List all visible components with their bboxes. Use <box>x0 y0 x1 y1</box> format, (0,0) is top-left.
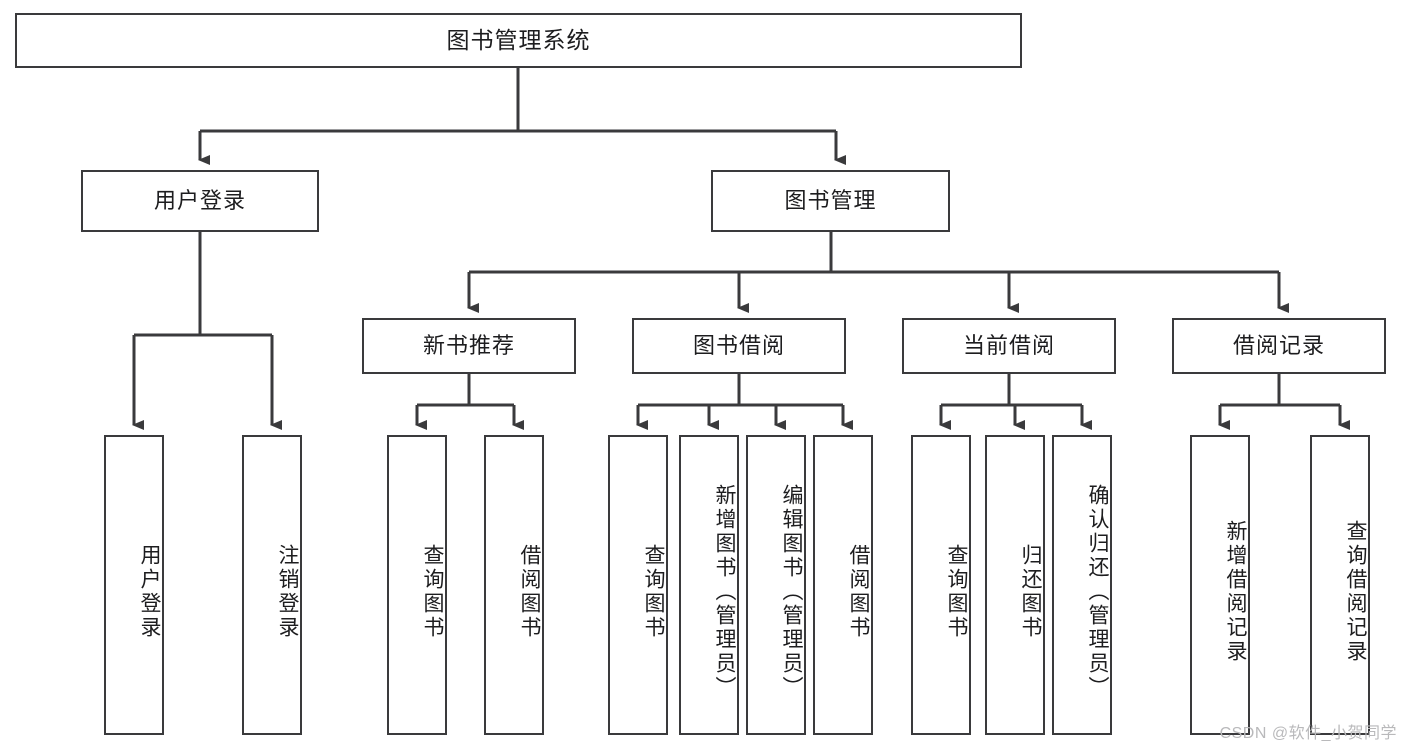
node-label: 查询图书 <box>945 544 968 640</box>
node-n-cur-borrow[interactable]: 当前借阅 <box>902 318 1116 374</box>
node-l-bb-borrow[interactable]: 借阅图书 <box>813 435 873 735</box>
node-label: 确认归还（管理员） <box>1086 484 1109 700</box>
node-l-nb-borrow[interactable]: 借阅图书 <box>484 435 544 735</box>
node-l-bb-add[interactable]: 新增图书（管理员） <box>679 435 739 735</box>
node-n-book-mgmt[interactable]: 图书管理 <box>711 170 950 232</box>
node-l-br-query[interactable]: 查询借阅记录 <box>1310 435 1370 735</box>
node-root[interactable]: 图书管理系统 <box>15 13 1022 68</box>
node-l-bb-query[interactable]: 查询图书 <box>608 435 668 735</box>
node-label: 图书管理 <box>784 187 877 213</box>
node-l-logout[interactable]: 注销登录 <box>242 435 302 735</box>
node-l-user-login[interactable]: 用户登录 <box>104 435 164 735</box>
node-label: 新书推荐 <box>422 332 515 358</box>
node-label: 借阅图书 <box>847 544 870 640</box>
node-n-user-login[interactable]: 用户登录 <box>81 170 319 232</box>
node-label: 借阅记录 <box>1232 332 1325 358</box>
node-label: 查询图书 <box>642 544 665 640</box>
node-l-nb-query[interactable]: 查询图书 <box>387 435 447 735</box>
node-label: 编辑图书（管理员） <box>780 484 803 700</box>
node-label: 新增借阅记录 <box>1224 520 1247 664</box>
node-label: 图书借阅 <box>692 332 785 358</box>
node-l-bb-edit[interactable]: 编辑图书（管理员） <box>746 435 806 735</box>
node-label: 注销登录 <box>276 544 299 640</box>
node-n-new-book[interactable]: 新书推荐 <box>362 318 576 374</box>
node-label: 用户登录 <box>153 187 246 213</box>
node-label: 查询借阅记录 <box>1344 520 1367 664</box>
node-label: 查询图书 <box>421 544 444 640</box>
node-n-book-borrow[interactable]: 图书借阅 <box>632 318 846 374</box>
node-label: 新增图书（管理员） <box>713 484 736 700</box>
node-l-cb-confirm[interactable]: 确认归还（管理员） <box>1052 435 1112 735</box>
node-label: 用户登录 <box>138 544 161 640</box>
node-label: 借阅图书 <box>518 544 541 640</box>
csdn-watermark: CSDN @软件_小贺同学 <box>1219 725 1397 742</box>
node-label: 图书管理系统 <box>446 26 591 53</box>
node-n-borrow-rec[interactable]: 借阅记录 <box>1172 318 1386 374</box>
node-label: 当前借阅 <box>962 332 1055 358</box>
node-l-cb-query[interactable]: 查询图书 <box>911 435 971 735</box>
node-l-cb-return[interactable]: 归还图书 <box>985 435 1045 735</box>
node-l-br-add[interactable]: 新增借阅记录 <box>1190 435 1250 735</box>
node-label: 归还图书 <box>1019 544 1042 640</box>
